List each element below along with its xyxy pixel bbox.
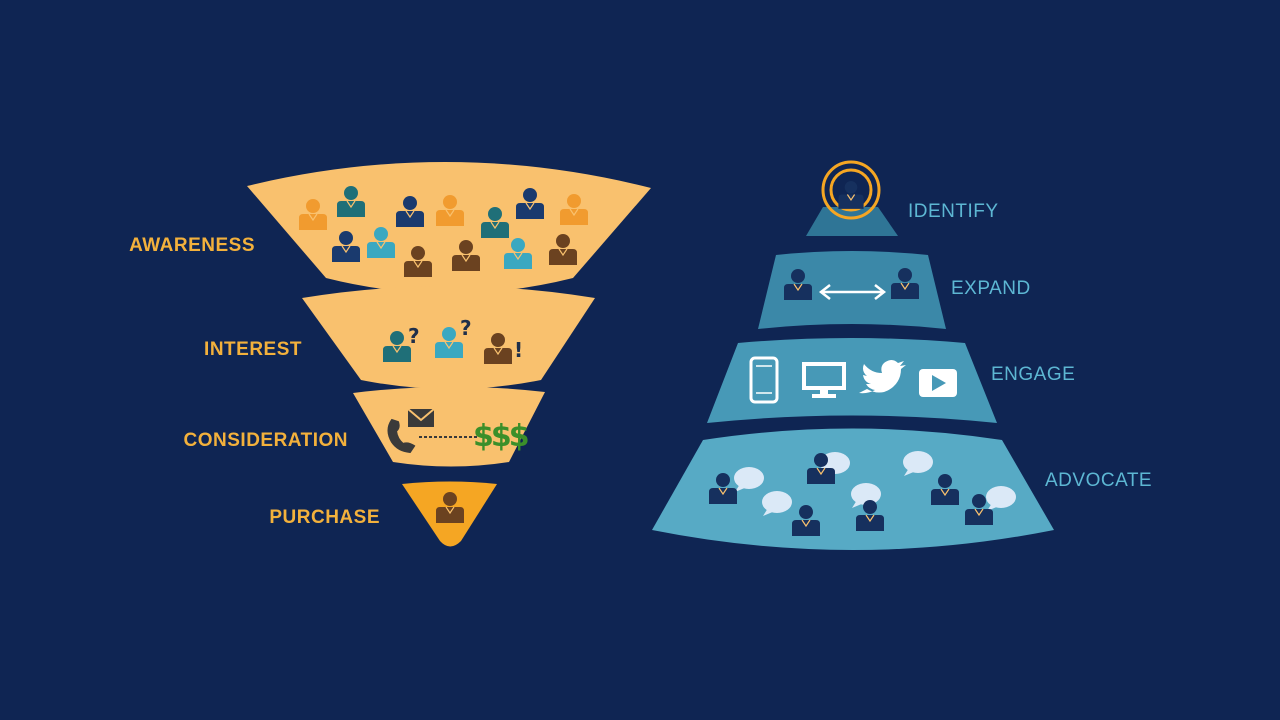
person-icon bbox=[404, 246, 432, 277]
target-rings-icon bbox=[821, 160, 881, 220]
monitor-icon bbox=[802, 362, 846, 398]
purchase-icons bbox=[436, 492, 464, 523]
dollar-signs-icon: $$$ bbox=[473, 419, 528, 454]
speech-bubble-icon bbox=[734, 467, 764, 489]
person-icon bbox=[504, 238, 532, 269]
person-icon bbox=[807, 453, 835, 484]
double-arrow-icon bbox=[818, 284, 887, 300]
identify-label: IDENTIFY bbox=[908, 201, 999, 222]
speech-bubble-tail bbox=[735, 484, 747, 492]
person-icon bbox=[435, 327, 463, 358]
smartphone-icon bbox=[749, 356, 779, 404]
exclamation-mark-icon: ! bbox=[514, 338, 523, 362]
person-icon bbox=[709, 473, 737, 504]
person-icon bbox=[367, 227, 395, 258]
person-icon bbox=[792, 505, 820, 536]
identify-icons bbox=[821, 160, 881, 220]
purchase-label: PURCHASE bbox=[269, 507, 380, 528]
speech-bubble-icon bbox=[762, 491, 792, 513]
video-play-icon bbox=[919, 369, 957, 397]
awareness-crowd bbox=[299, 186, 588, 277]
person-icon bbox=[891, 268, 919, 299]
person-icon bbox=[549, 234, 577, 265]
speech-bubble-tail bbox=[763, 508, 775, 516]
interest-label: INTEREST bbox=[204, 339, 302, 360]
person-icon bbox=[383, 331, 411, 362]
person-icon bbox=[436, 492, 464, 523]
engage-label: ENGAGE bbox=[991, 364, 1076, 385]
speech-bubble-tail bbox=[987, 503, 999, 511]
consideration-icons: $$$ bbox=[387, 408, 531, 454]
awareness-label: AWARENESS bbox=[129, 235, 255, 256]
person-icon bbox=[838, 181, 864, 209]
person-icon bbox=[856, 500, 884, 531]
engage-icons bbox=[749, 356, 957, 404]
person-icon bbox=[965, 494, 993, 525]
speech-bubble-tail bbox=[904, 468, 916, 476]
question-mark-icon: ? bbox=[408, 324, 420, 348]
person-icon bbox=[299, 199, 327, 230]
advocate-label: ADVOCATE bbox=[1045, 470, 1153, 491]
pyramid-tier-expand bbox=[758, 251, 946, 329]
person-icon bbox=[396, 196, 424, 227]
person-icon bbox=[484, 333, 512, 364]
person-icon bbox=[436, 195, 464, 226]
twitter-bird-icon bbox=[859, 360, 906, 394]
expand-label: EXPAND bbox=[951, 278, 1031, 299]
pyramid-tier-engage bbox=[707, 338, 997, 423]
person-icon bbox=[560, 194, 588, 225]
envelope-icon bbox=[407, 408, 435, 427]
advocate-icons bbox=[709, 451, 1016, 536]
pyramid-tier-identify bbox=[806, 207, 898, 236]
person-icon bbox=[332, 231, 360, 262]
speech-bubble-icon bbox=[903, 451, 933, 473]
speech-bubble-tail bbox=[852, 500, 864, 508]
speech-bubble-icon bbox=[851, 483, 881, 505]
person-icon bbox=[784, 269, 812, 300]
speech-bubble-icon bbox=[986, 486, 1016, 508]
phone-icon bbox=[387, 418, 416, 454]
person-icon bbox=[452, 240, 480, 271]
person-icon bbox=[931, 474, 959, 505]
person-icon bbox=[516, 188, 544, 219]
expand-icons bbox=[784, 268, 919, 300]
interest-icons: ? ? ! bbox=[383, 316, 523, 364]
consideration-label: CONSIDERATION bbox=[183, 430, 348, 451]
person-icon bbox=[481, 207, 509, 238]
person-icon bbox=[337, 186, 365, 217]
question-mark-icon: ? bbox=[460, 316, 472, 340]
